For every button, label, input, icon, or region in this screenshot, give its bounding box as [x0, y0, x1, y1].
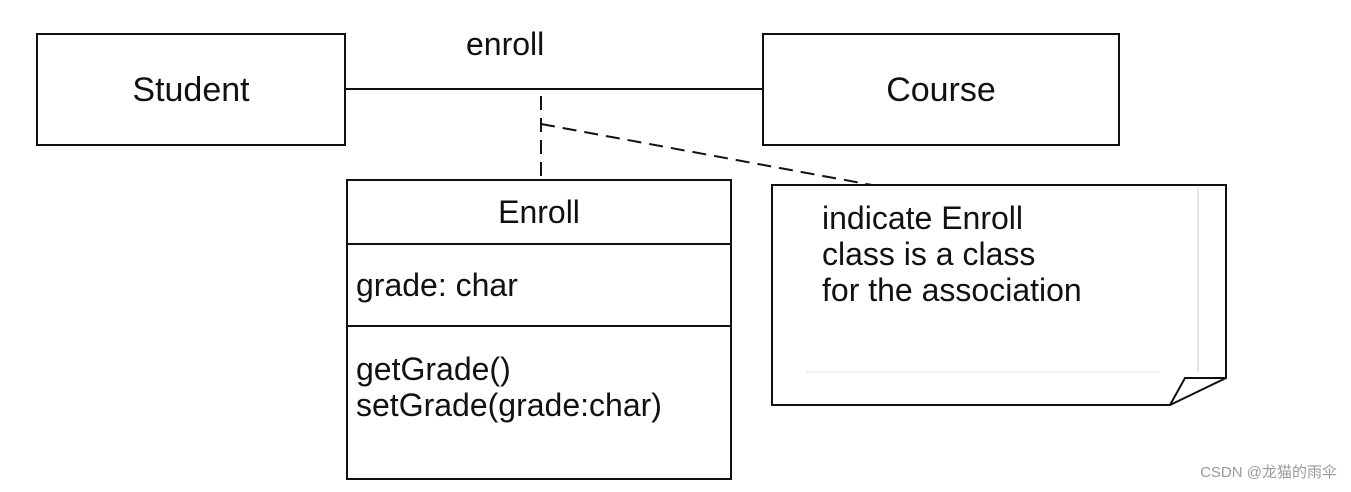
course-class-box: Course	[762, 33, 1120, 146]
note-text: indicate Enroll class is a class for the…	[822, 200, 1082, 308]
course-class-name: Course	[886, 70, 996, 109]
watermark: CSDN @龙猫的雨伞	[1200, 464, 1337, 481]
enroll-operations-compartment: getGrade() setGrade(grade:char)	[348, 327, 730, 423]
enroll-class-name: Enroll	[498, 193, 580, 230]
enroll-attributes-compartment: grade: char	[348, 245, 730, 327]
note-line-2: class is a class	[822, 236, 1036, 272]
note-shape	[771, 184, 1227, 406]
enroll-association-class: Enroll grade: char getGrade() setGrade(g…	[346, 179, 732, 480]
enroll-operation-set-grade: setGrade(grade:char)	[356, 387, 662, 423]
note-line-1: indicate Enroll	[822, 200, 1023, 236]
enroll-operation-get-grade: getGrade()	[356, 351, 511, 387]
association-label: enroll	[466, 26, 545, 62]
student-class-name: Student	[132, 70, 250, 109]
note-line-3: for the association	[822, 272, 1082, 308]
note-connector	[540, 123, 873, 186]
enroll-class-name-compartment: Enroll	[348, 181, 730, 245]
student-class-box: Student	[36, 33, 346, 146]
enroll-attribute: grade: char	[356, 266, 518, 303]
